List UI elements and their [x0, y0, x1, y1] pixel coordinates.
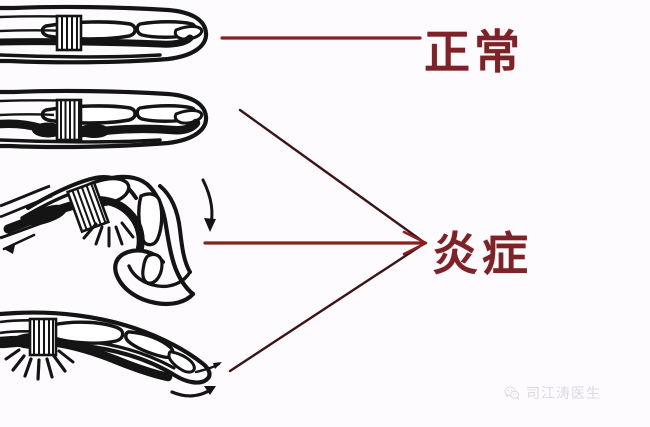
tendon-pull-arrow-icon — [2, 233, 36, 254]
tendon-nodule-distal — [78, 124, 110, 138]
finger-volar-contour — [0, 138, 162, 144]
finger-curl-outer-2 — [158, 184, 192, 274]
a1-pulley — [28, 317, 58, 357]
pointer-line-inflammation-upper — [238, 108, 427, 245]
diagram-finger-thickened-tendon — [0, 88, 209, 150]
distal-phalanx-bone — [173, 25, 204, 41]
tendon-nodule-proximal — [24, 204, 68, 226]
pain-burst-icon — [4, 348, 75, 381]
label-normal: 正常 — [424, 27, 524, 78]
middle-phalanx-bone — [124, 330, 175, 360]
pointer-line-inflammation-lower — [228, 241, 427, 373]
finger-skin-outline — [0, 88, 209, 150]
watermark-text: 司江涛医生 — [526, 387, 601, 402]
flexor-tendon — [0, 34, 194, 48]
distal-phalanx-bone — [167, 350, 196, 374]
diagram-finger-snapping — [0, 310, 222, 398]
finger-volar-contour — [0, 53, 162, 59]
flexion-motion-arrow-icon — [201, 178, 216, 232]
label-inflammation: 炎症 — [432, 229, 532, 280]
a1-pulley — [65, 180, 111, 234]
a1-pulley — [55, 14, 83, 52]
tendon-sheath-line-lower — [0, 194, 53, 219]
pain-burst-icon — [82, 221, 135, 248]
diagram-finger-normal-extended — [0, 4, 209, 65]
palm-contour-line — [0, 216, 57, 240]
finger-skin-outline — [0, 4, 209, 65]
distal-phalanx-bone — [141, 252, 164, 285]
diagram-finger-flexed-locked — [0, 174, 216, 307]
snap-motion-arrow-icon — [170, 362, 222, 398]
wechat-icon — [504, 386, 520, 400]
pointer-arrowhead-inflammation — [402, 230, 428, 256]
tendon-sheath-line-lower — [0, 113, 55, 117]
a1-pulley — [55, 98, 83, 142]
fingertip-loop-inner — [127, 264, 192, 289]
watermark: 司江涛医生 — [504, 383, 601, 403]
flexor-tendon-curved — [92, 196, 145, 252]
tendon-sheath-line-upper — [0, 184, 51, 208]
